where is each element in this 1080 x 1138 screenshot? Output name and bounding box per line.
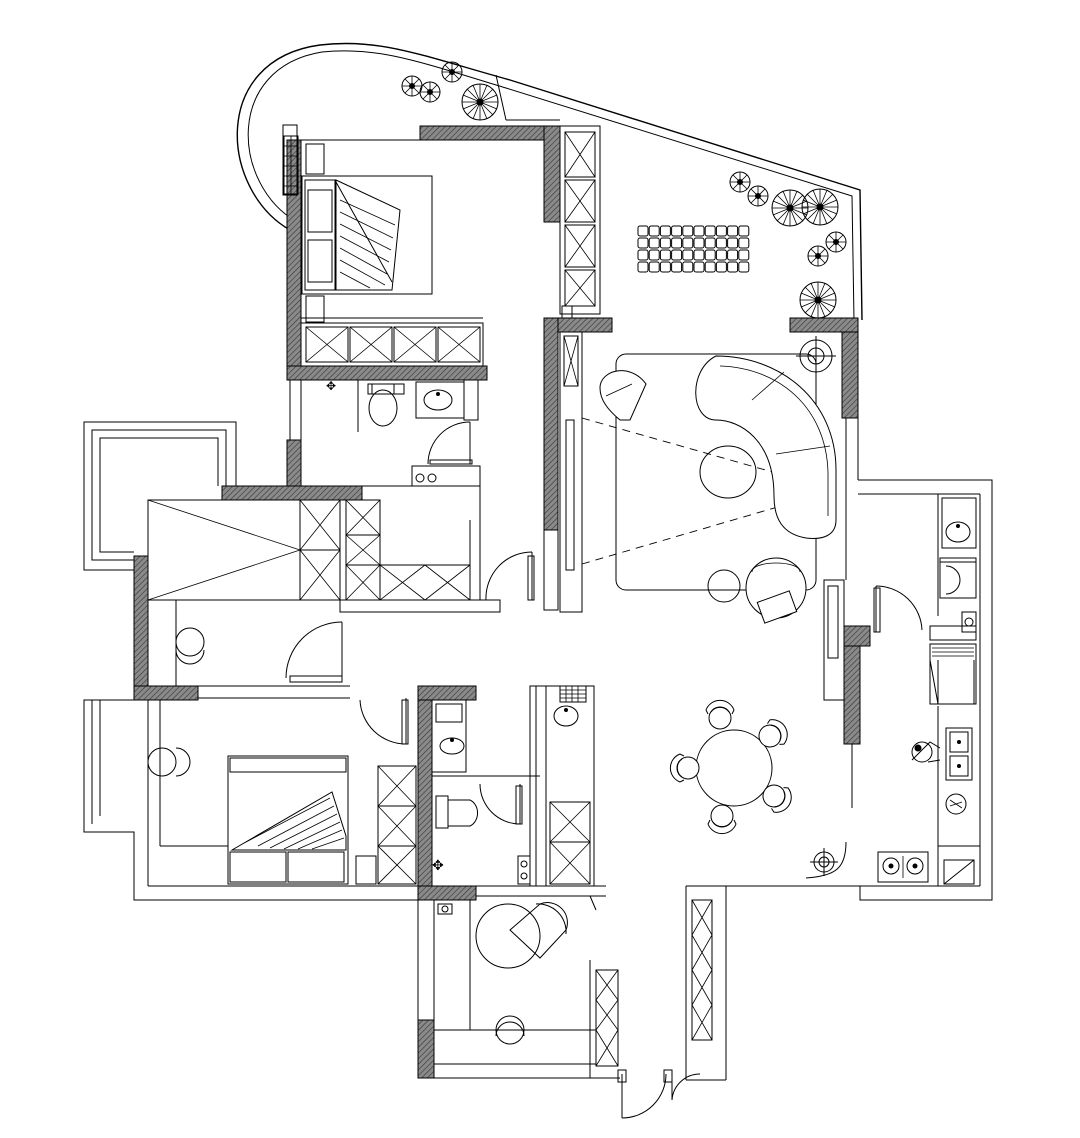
kitchen: [858, 479, 993, 901]
seat-tile: [659, 237, 671, 249]
seat-tile: [648, 249, 660, 261]
seat-tile: [659, 225, 671, 237]
utility-closet: [529, 685, 595, 887]
seat-tile: [671, 249, 683, 261]
seat-tile: [693, 225, 705, 237]
seat-tile: [682, 261, 694, 273]
seat-tile: [704, 225, 716, 237]
wardrobe-door: [349, 326, 393, 363]
seat-tile: [682, 237, 694, 249]
svg-text:✥: ✥: [326, 379, 336, 393]
seat-tile: [682, 249, 694, 261]
second-bathroom: ✥: [417, 685, 606, 901]
seat-tile: [637, 249, 649, 261]
seat-tile: [659, 261, 671, 273]
seat-tile: [715, 249, 727, 261]
study-room: [417, 895, 620, 1079]
seat-tile: [659, 249, 671, 261]
outdoor-seating-grid: [637, 225, 750, 273]
seat-tile: [682, 225, 694, 237]
entry-corridor: [617, 885, 860, 1119]
seat-tile: [727, 225, 739, 237]
seat-tile: [671, 261, 683, 273]
wardrobe-door: [437, 326, 481, 363]
seat-tile: [671, 225, 683, 237]
seat-tile: [693, 237, 705, 249]
seat-tile: [637, 237, 649, 249]
kitchen-partition: [789, 317, 977, 808]
left-balcony: [83, 421, 350, 701]
seat-tile: [738, 225, 750, 237]
seat-tile: [727, 237, 739, 249]
second-bedroom: [83, 698, 418, 901]
hall-cabinets: [299, 499, 471, 601]
seat-tile: [637, 261, 649, 273]
seat-tile: [738, 237, 750, 249]
ensuite-bathroom: ✥: [289, 379, 481, 487]
hall-door: [485, 317, 583, 613]
seat-tile: [738, 261, 750, 273]
seat-tile: [704, 261, 716, 273]
seat-tile: [715, 225, 727, 237]
seat-tile: [715, 237, 727, 249]
living-room: [581, 336, 847, 879]
wardrobe-door: [305, 326, 349, 363]
seat-tile: [671, 237, 683, 249]
wardrobe-door: [393, 326, 437, 363]
seat-tile: [648, 225, 660, 237]
seat-tile: [715, 261, 727, 273]
master-closet: [545, 125, 613, 333]
seat-tile: [648, 261, 660, 273]
planter-icons-top: [401, 61, 847, 319]
seat-tile: [704, 237, 716, 249]
seat-tile: [637, 225, 649, 237]
seat-tile: [727, 249, 739, 261]
seat-tile: [727, 261, 739, 273]
seat-tile: [738, 249, 750, 261]
seat-tile: [693, 249, 705, 261]
seat-tile: [648, 237, 660, 249]
seat-tile: [704, 249, 716, 261]
seat-tile: [693, 261, 705, 273]
master-bedroom: [282, 124, 561, 381]
svg-text:✥: ✥: [432, 858, 444, 874]
